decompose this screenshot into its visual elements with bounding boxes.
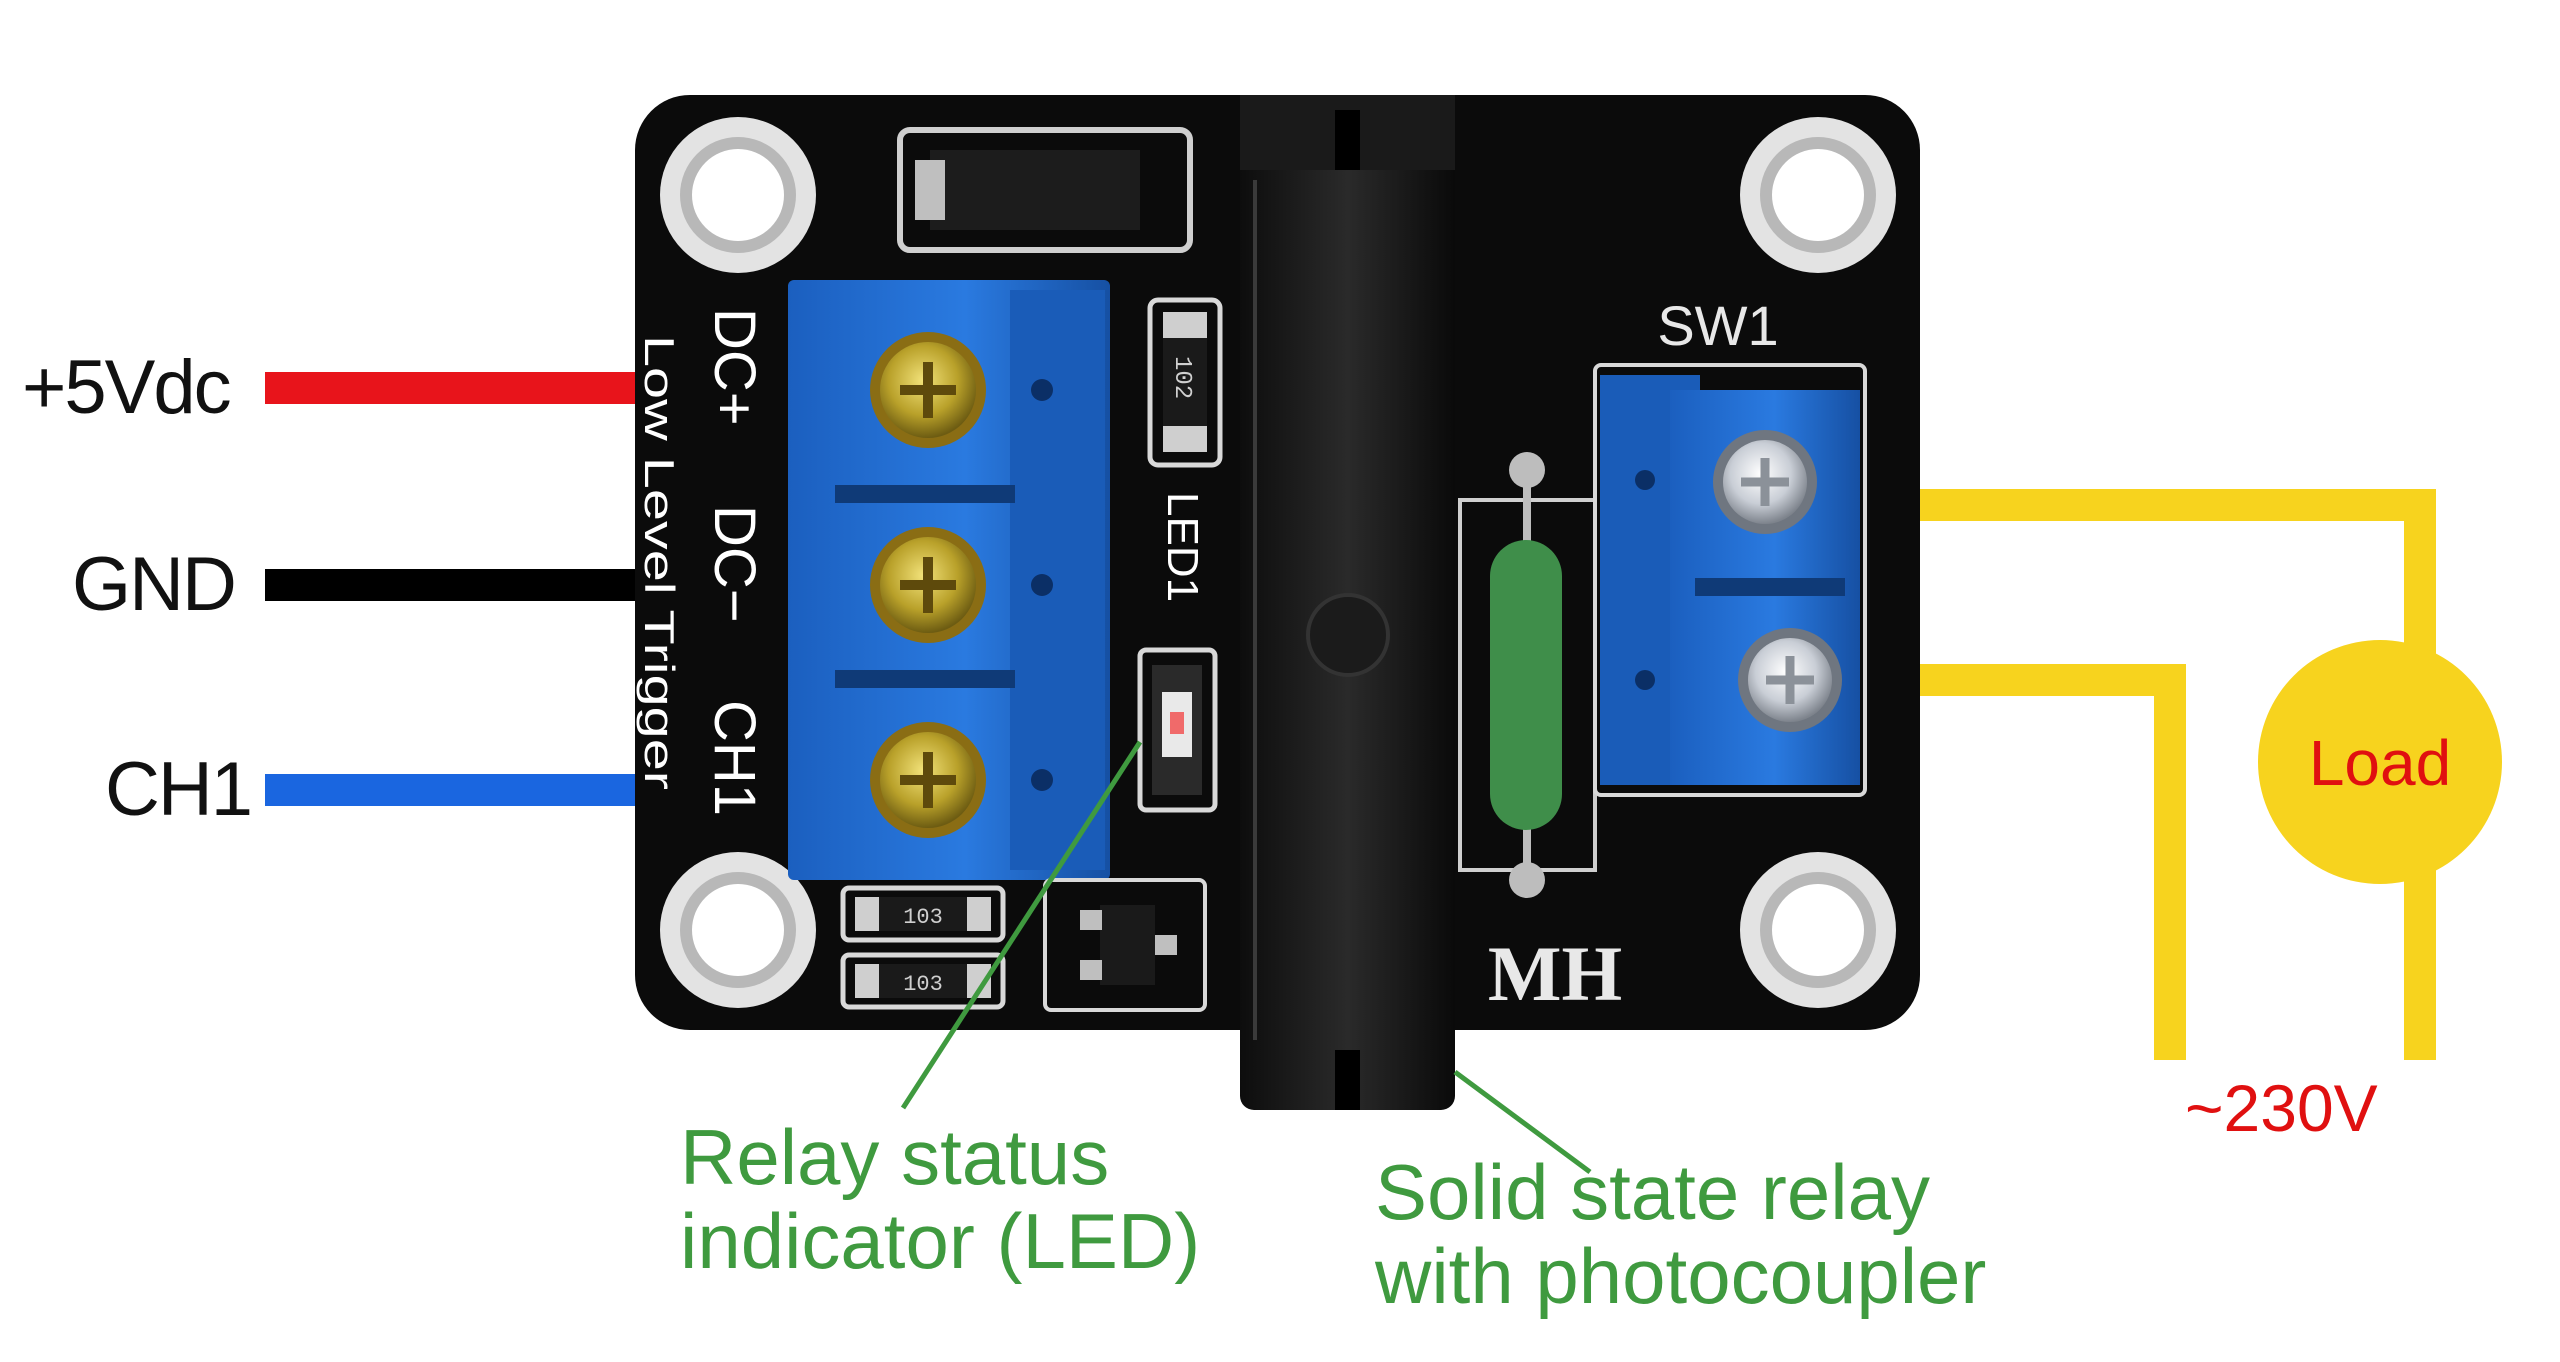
silk-dcminus: DC− [702,505,767,623]
screw-sw1-a [1713,430,1817,534]
silk-sw1: SW1 [1657,294,1778,357]
silk-ch1: CH1 [702,700,767,816]
callout-led-line2: indicator (LED) [680,1197,1201,1286]
screw-sw1-b [1738,628,1842,732]
mounting-hole-bl [660,852,816,1008]
mounting-hole-br [1740,852,1896,1008]
screw-ch1 [870,722,986,838]
callout-line-ssr [1453,1069,1592,1175]
status-led [1137,647,1218,813]
callout-ssr: Solid state relay with photocoupler [1375,1148,1987,1321]
load-label: Load [2309,727,2451,799]
wire-ac-bottom [1850,664,2186,1060]
silk-led1: LED1 [1158,492,1207,602]
callout-line-led [900,740,1143,1110]
maker-mark: MH [1488,930,1622,1017]
silk-dcplus: DC+ [702,308,767,426]
input-terminal-block [788,280,1110,880]
solid-state-relay [1240,95,1455,1110]
input-label-5v: +5Vdc [22,345,232,430]
smd-resistor-bottom-2: 103 [840,952,1006,1010]
mounting-hole-tr [1740,117,1896,273]
green-varistor [1458,452,1597,898]
smd-resistor-led: 102 [1147,297,1223,468]
resistor-code-2: 103 [903,972,943,997]
callout-ssr-line2: with photocoupler [1375,1232,1987,1321]
input-label-ch1: CH1 [105,747,253,832]
load-circle [2258,640,2502,884]
callout-ssr-line1: Solid state relay [1375,1148,1930,1236]
screw-dcminus [870,527,986,643]
mounting-hole-tl [660,117,816,273]
resistor-code-1: 103 [903,905,943,930]
smd-resistor-bottom-1: 103 [840,885,1006,943]
input-label-gnd: GND [72,542,237,627]
silk-trigger: Low Level Trigger [636,335,683,790]
output-terminal-block [1593,363,1867,797]
resistor-code-led: 102 [1168,356,1195,399]
screw-dcplus [870,332,986,448]
smd-transistor-top [897,127,1193,253]
smd-transistor-bottom [1043,878,1207,1012]
callout-led: Relay status indicator (LED) [680,1113,1201,1286]
ac-source-label: ~230V [2185,1071,2378,1145]
callout-led-line1: Relay status [680,1113,1110,1201]
